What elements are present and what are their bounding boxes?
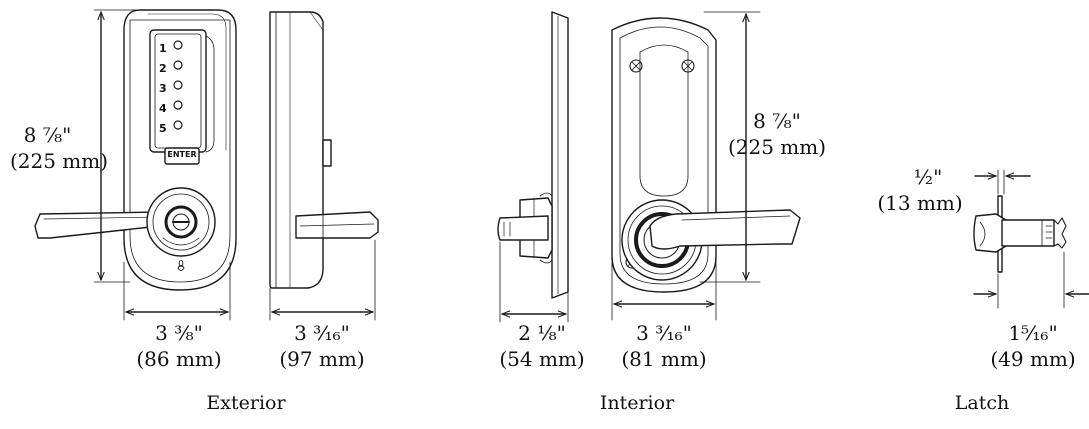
interior-height-metric: (225 mm) — [727, 135, 827, 159]
interior-lever-handle — [649, 209, 801, 250]
side-view — [269, 11, 379, 321]
side-lever-profile — [295, 211, 379, 239]
latch-faceplate-metric: (13 mm) — [877, 191, 963, 215]
side-housing — [269, 11, 324, 289]
indicator-label: 0 — [178, 260, 184, 270]
latch-backset-metric: (49 mm) — [990, 347, 1076, 371]
exterior-height-imperial: 8 ⁷⁄₈" — [23, 123, 72, 147]
interior-height-imperial: 8 ⁷⁄₈" — [753, 109, 801, 133]
enter-button-outline — [164, 147, 200, 165]
keypad-key-5: 5 — [159, 122, 167, 135]
latch-faceplate-imperial: ¹⁄₂" — [913, 165, 943, 189]
latch-backset-imperial: 1⁵⁄₁₆" — [1008, 321, 1058, 345]
keypad-key-3: 3 — [159, 82, 167, 95]
caption-exterior: Exterior — [206, 392, 286, 414]
keypad-key-1: 1 — [159, 42, 167, 55]
side-depth-metric: (97 mm) — [279, 347, 365, 371]
interior-profile-view — [497, 11, 569, 323]
keypad-key-4: 4 — [159, 102, 167, 115]
latch-bolt-icon — [973, 169, 1089, 309]
exterior-height-metric: (225 mm) — [9, 149, 109, 173]
caption-interior: Interior — [599, 392, 675, 414]
interior-front-view — [611, 11, 801, 321]
exterior-width-metric: (86 mm) — [136, 347, 222, 371]
interior-depth-metric: (54 mm) — [499, 347, 585, 371]
side-depth-imperial: 3 ³⁄₁₆" — [294, 321, 350, 345]
interior-width-metric: (81 mm) — [621, 347, 707, 371]
keypad-buttons — [173, 40, 183, 130]
exterior-width-imperial: 3 ³⁄₈" — [155, 321, 203, 345]
interior-width-imperial: 3 ³⁄₁₆" — [636, 321, 692, 345]
key-cylinder-icon — [146, 187, 216, 257]
caption-latch: Latch — [954, 392, 1010, 414]
keypad-key-2: 2 — [159, 62, 167, 75]
exterior-view — [34, 9, 237, 321]
keypad-icon — [149, 29, 215, 153]
interior-depth-imperial: 2 ¹⁄₈" — [518, 321, 566, 345]
interior-plate-profile — [551, 11, 569, 299]
enter-button: ENTER — [167, 150, 197, 159]
